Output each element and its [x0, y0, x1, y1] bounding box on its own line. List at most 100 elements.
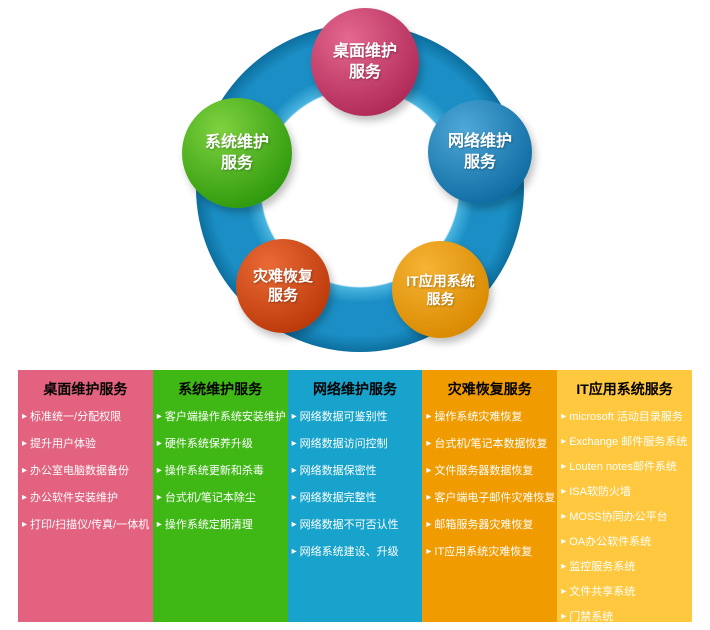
diagram-node-system-maintenance: 系统维护服务 — [182, 98, 292, 208]
node-label-line1: 灾难恢复 — [252, 268, 313, 285]
diagram-node-it-application: IT应用系统服务 — [392, 241, 489, 338]
service-item: ▸办公室电脑数据备份 — [22, 463, 152, 479]
node-label-line2: 服务 — [348, 64, 381, 81]
arrow-bullet-icon: ▸ — [561, 561, 567, 572]
arrow-bullet-icon: ▸ — [561, 461, 567, 472]
service-item: ▸标准统一/分配权限 — [22, 409, 152, 425]
service-item: ▸客户端电子邮件灾难恢复 — [426, 490, 556, 506]
service-item-label: 台式机/笔记本数据恢复 — [434, 438, 548, 450]
column-title: 灾难恢复服务 — [447, 381, 532, 397]
column-title: 网络维护服务 — [312, 381, 397, 397]
column-items: ▸客户端操作系统安装维护▸硬件系统保养升级▸操作系统更新和杀毒▸台式机/笔记本除… — [153, 406, 288, 533]
arrow-bullet-icon: ▸ — [291, 492, 297, 503]
service-item-label: 网络数据保密性 — [299, 465, 377, 477]
service-item: ▸操作系统更新和杀毒 — [157, 463, 287, 479]
service-item-label: 监控服务系统 — [569, 561, 636, 573]
node-label-line2: 服务 — [267, 287, 298, 304]
arrow-bullet-icon: ▸ — [291, 411, 297, 422]
arrow-bullet-icon: ▸ — [22, 465, 28, 476]
arrow-bullet-icon: ▸ — [561, 611, 567, 622]
arrow-bullet-icon: ▸ — [156, 438, 162, 449]
service-item-label: 操作系统灾难恢复 — [434, 411, 523, 423]
arrow-bullet-icon: ▸ — [291, 438, 297, 449]
arrow-bullet-icon: ▸ — [22, 519, 28, 530]
diagram-node-desktop-maintenance: 桌面维护服务 — [311, 8, 419, 116]
service-item: ▸硬件系统保养升级 — [157, 436, 287, 452]
service-item-label: 标准统一/分配权限 — [30, 411, 122, 423]
service-item: ▸网络数据可鉴别性 — [292, 409, 422, 425]
column-title: 桌面维护服务 — [43, 381, 128, 397]
service-item-label: 网络数据可鉴别性 — [299, 411, 388, 423]
arrow-bullet-icon: ▸ — [156, 492, 162, 503]
column-items: ▸microsoft 活动目录服务▸Exchange 邮件服务系统▸Louten… — [557, 406, 692, 622]
column-items: ▸标准统一/分配权限▸提升用户体验▸办公室电脑数据备份▸办公软件安装维护▸打印/… — [18, 406, 153, 533]
service-item: ▸Exchange 邮件服务系统 — [561, 434, 691, 450]
service-item-label: 客户端操作系统安装维护 — [164, 411, 286, 423]
service-item-label: 办公软件安装维护 — [30, 492, 119, 504]
service-item-label: 操作系统定期清理 — [164, 519, 253, 531]
service-item: ▸操作系统灾难恢复 — [426, 409, 556, 425]
service-item: ▸Louten notes邮件系统 — [561, 459, 691, 475]
service-item-label: MOSS协同办公平台 — [569, 511, 668, 523]
service-item: ▸microsoft 活动目录服务 — [561, 409, 691, 425]
arrow-bullet-icon: ▸ — [426, 492, 432, 503]
service-item: ▸网络数据访问控制 — [292, 436, 422, 452]
service-item: ▸台式机/笔记本除尘 — [157, 490, 287, 506]
arrow-bullet-icon: ▸ — [291, 465, 297, 476]
arrow-bullet-icon: ▸ — [426, 438, 432, 449]
service-item: ▸监控服务系统 — [561, 559, 691, 575]
column-title: 系统维护服务 — [178, 381, 263, 397]
service-item-label: 打印/扫描仪/传真/一体机 — [30, 519, 150, 531]
service-item: ▸网络数据不可否认性 — [292, 517, 422, 533]
service-item-label: Louten notes邮件系统 — [569, 461, 677, 473]
arrow-bullet-icon: ▸ — [561, 586, 567, 597]
service-item: ▸网络数据完整性 — [292, 490, 422, 506]
arrow-bullet-icon: ▸ — [22, 492, 28, 503]
service-item: ▸客户端操作系统安装维护 — [157, 409, 287, 425]
node-label-line2: 服务 — [463, 154, 496, 171]
service-column-4: 灾难恢复服务▸操作系统灾难恢复▸台式机/笔记本数据恢复▸文件服务器数据恢复▸客户… — [422, 370, 558, 622]
service-item: ▸提升用户体验 — [22, 436, 152, 452]
service-column-3: 网络维护服务▸网络数据可鉴别性▸网络数据访问控制▸网络数据保密性▸网络数据完整性… — [287, 370, 423, 622]
service-item-label: 门禁系统 — [569, 611, 614, 622]
arrow-bullet-icon: ▸ — [291, 519, 297, 530]
column-items: ▸操作系统灾难恢复▸台式机/笔记本数据恢复▸文件服务器数据恢复▸客户端电子邮件灾… — [422, 406, 557, 560]
node-label-line1: 桌面维护 — [332, 43, 397, 60]
service-item: ▸台式机/笔记本数据恢复 — [426, 436, 556, 452]
arrow-bullet-icon: ▸ — [156, 519, 162, 530]
service-item-label: 客户端电子邮件灾难恢复 — [434, 492, 556, 504]
service-item: ▸网络数据保密性 — [292, 463, 422, 479]
node-label-line2: 服务 — [220, 155, 253, 172]
service-item-label: 台式机/笔记本除尘 — [164, 492, 256, 504]
arrow-bullet-icon: ▸ — [291, 546, 297, 557]
service-item-label: OA办公软件系统 — [569, 536, 652, 548]
service-item: ▸OA办公软件系统 — [561, 534, 691, 550]
node-label-line1: IT应用系统 — [406, 272, 475, 289]
service-item: ▸打印/扫描仪/传真/一体机 — [22, 517, 152, 533]
arrow-bullet-icon: ▸ — [156, 411, 162, 422]
service-column-5: IT应用系统服务▸microsoft 活动目录服务▸Exchange 邮件服务系… — [557, 370, 692, 622]
arrow-bullet-icon: ▸ — [561, 436, 567, 447]
service-item: ▸文件服务器数据恢复 — [426, 463, 556, 479]
arrow-bullet-icon: ▸ — [22, 438, 28, 449]
service-column-1: 桌面维护服务▸标准统一/分配权限▸提升用户体验▸办公室电脑数据备份▸办公软件安装… — [18, 370, 153, 622]
service-item: ▸门禁系统 — [561, 609, 691, 622]
service-item-label: 提升用户体验 — [30, 438, 97, 450]
service-item: ▸操作系统定期清理 — [157, 517, 287, 533]
node-label-line2: 服务 — [426, 290, 455, 307]
service-item-label: 网络数据访问控制 — [299, 438, 388, 450]
service-item: ▸ISA软防火墙 — [561, 484, 691, 500]
service-item-label: 网络数据不可否认性 — [299, 519, 399, 531]
arrow-bullet-icon: ▸ — [426, 465, 432, 476]
arrow-bullet-icon: ▸ — [156, 465, 162, 476]
arrow-bullet-icon: ▸ — [426, 411, 432, 422]
arrow-bullet-icon: ▸ — [22, 411, 28, 422]
service-item: ▸IT应用系统灾难恢复 — [426, 544, 556, 560]
service-item: ▸文件共享系统 — [561, 584, 691, 600]
service-item: ▸邮箱服务器灾难恢复 — [426, 517, 556, 533]
service-columns: 桌面维护服务▸标准统一/分配权限▸提升用户体验▸办公室电脑数据备份▸办公软件安装… — [18, 370, 692, 622]
service-column-2: 系统维护服务▸客户端操作系统安装维护▸硬件系统保养升级▸操作系统更新和杀毒▸台式… — [152, 370, 288, 622]
service-item-label: 文件共享系统 — [569, 586, 636, 598]
service-item-label: 硬件系统保养升级 — [164, 438, 253, 450]
